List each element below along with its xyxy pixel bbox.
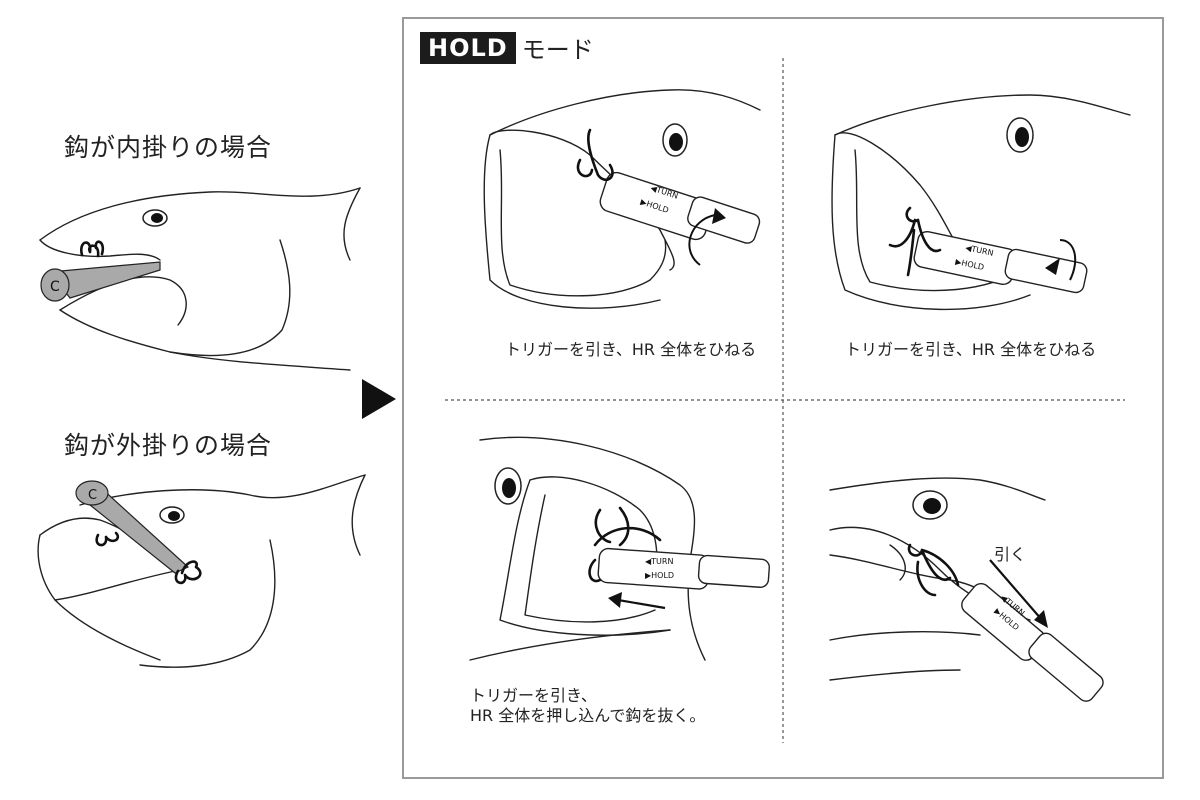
- step-4-illustration: ◀TURN ▶HOLD: [829, 477, 1104, 702]
- treble-hook-icon: [95, 531, 120, 547]
- step-1-caption: トリガーを引き、HR 全体をひねる: [505, 340, 757, 359]
- treble-hook-icon: [174, 560, 202, 585]
- mode-badge: HOLD: [420, 31, 516, 64]
- treble-hook-icon: [907, 543, 960, 597]
- step-3-illustration: ◀TURN ▶HOLD: [469, 436, 770, 661]
- mode-suffix: モード: [521, 36, 594, 64]
- mode-title: HOLD モード: [420, 30, 594, 65]
- hold-mode-panel: [402, 17, 1164, 779]
- treble-hook-icon: [588, 506, 662, 583]
- pull-arrow-icon: [989, 559, 1043, 621]
- fish-inner-hook-illustration: C: [39, 187, 361, 371]
- step-3-caption-line-2: HR 全体を押し込んで鈎を抜く。: [470, 706, 706, 725]
- transition-arrow-icon: [362, 379, 396, 419]
- svg-text:▶HOLD: ▶HOLD: [645, 571, 674, 580]
- push-arrow-icon: [617, 598, 666, 610]
- step-2-illustration: ◀TURN ▶HOLD: [831, 94, 1131, 311]
- lure-mark: C: [88, 488, 97, 503]
- step-1-illustration: ◀TURN ▶HOLD: [483, 89, 761, 309]
- treble-hook-icon: [79, 240, 105, 258]
- quadrant-divider-horizontal: [445, 399, 1125, 401]
- step-3-caption-line-1: トリガーを引き、: [470, 686, 597, 705]
- treble-hook-icon: [888, 206, 942, 277]
- inner-hook-case-label: 鈎が内掛りの場合: [64, 133, 273, 162]
- svg-text:◀TURN: ◀TURN: [645, 557, 673, 566]
- fish-outer-hook-illustration: C: [37, 474, 366, 668]
- step-2-caption: トリガーを引き、HR 全体をひねる: [845, 340, 1097, 359]
- treble-hook-icon: [576, 128, 614, 181]
- rotate-arrow-icon: [688, 214, 716, 266]
- outer-hook-case-label: 鈎が外掛りの場合: [64, 431, 273, 460]
- hook-remover-tool: ◀TURN ▶HOLD: [597, 547, 770, 590]
- step-4-pull-label: 引く: [994, 545, 1027, 564]
- rotate-arrow-icon: [1059, 239, 1077, 281]
- lure-mark: C: [50, 279, 60, 295]
- hook-remover-tool: ◀TURN ▶HOLD: [599, 171, 761, 244]
- hook-remover-tool: ◀TURN ▶HOLD: [961, 582, 1104, 702]
- hook-remover-tool: ◀TURN ▶HOLD: [913, 230, 1088, 294]
